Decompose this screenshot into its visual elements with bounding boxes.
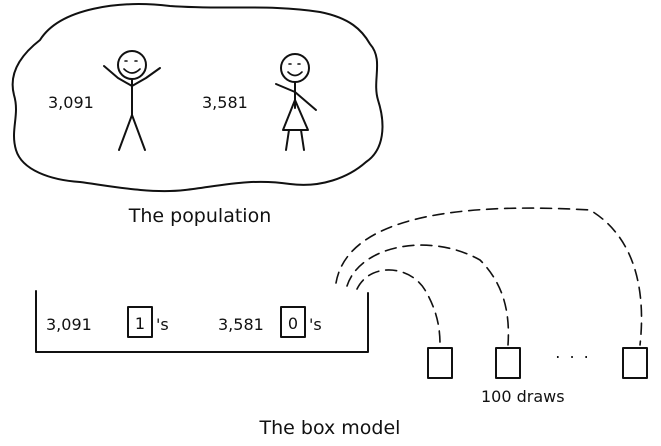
draw-arc-second: [346, 244, 510, 346]
ones-suffix: 's: [156, 315, 169, 334]
draw-arcs: [335, 207, 643, 346]
zeros-suffix: 's: [309, 315, 322, 334]
box-model-caption: The box model: [259, 417, 401, 439]
male-stick-figure-icon: [103, 50, 161, 151]
ticket-zero-value: 0: [288, 314, 298, 333]
draw-ticket-2: [495, 347, 521, 379]
draw-arc-last: [335, 207, 643, 346]
female-count-label: 3,581: [202, 93, 248, 112]
box-container: [35, 290, 369, 353]
draw-arc-first: [356, 269, 441, 346]
draw-ticket-1: [427, 347, 453, 379]
population-caption: The population: [128, 205, 271, 227]
male-count-label: 3,091: [48, 93, 94, 112]
ticket-one-value: 1: [135, 314, 145, 333]
population-cloud: [11, 3, 384, 193]
draws-label: 100 draws: [481, 387, 565, 406]
ticket-zero: [280, 306, 306, 338]
female-stick-figure-icon: [275, 53, 317, 151]
zeros-count-label: 3,581: [218, 315, 264, 334]
draws-ellipsis: . . .: [555, 343, 590, 362]
draw-ticket-last: [622, 347, 648, 379]
ticket-one: [127, 306, 153, 338]
ones-count-label: 3,091: [46, 315, 92, 334]
